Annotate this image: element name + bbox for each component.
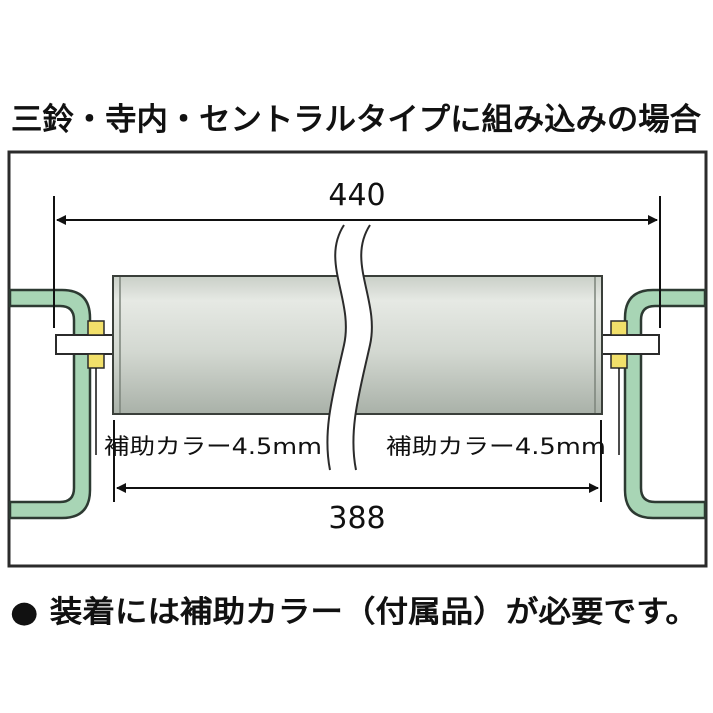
left-collar-bottom [87, 353, 105, 369]
collar-label-left: 補助カラー4.5mm [104, 435, 322, 460]
dim-388-label: 388 [328, 501, 385, 536]
left-frame [8, 288, 92, 520]
right-shaft [598, 334, 660, 355]
installation-note: ● 装着には補助カラー（付属品）が必要です。 [10, 595, 698, 630]
dim-440-label: 440 [328, 178, 385, 213]
left-collar-top [87, 320, 105, 336]
right-collar-bottom [610, 353, 628, 369]
left-shaft [55, 334, 117, 355]
diagram-title: 三鈴・寺内・セントラルタイプに組み込みの場合 [11, 102, 701, 138]
right-collar-top [610, 320, 628, 336]
break-band [327, 225, 372, 470]
right-frame [623, 288, 707, 520]
break-line-right [352, 224, 373, 471]
break-line-left [326, 224, 347, 471]
dim-440-label-bg [318, 174, 396, 210]
collar-label-right: 補助カラー4.5mm [386, 435, 606, 460]
